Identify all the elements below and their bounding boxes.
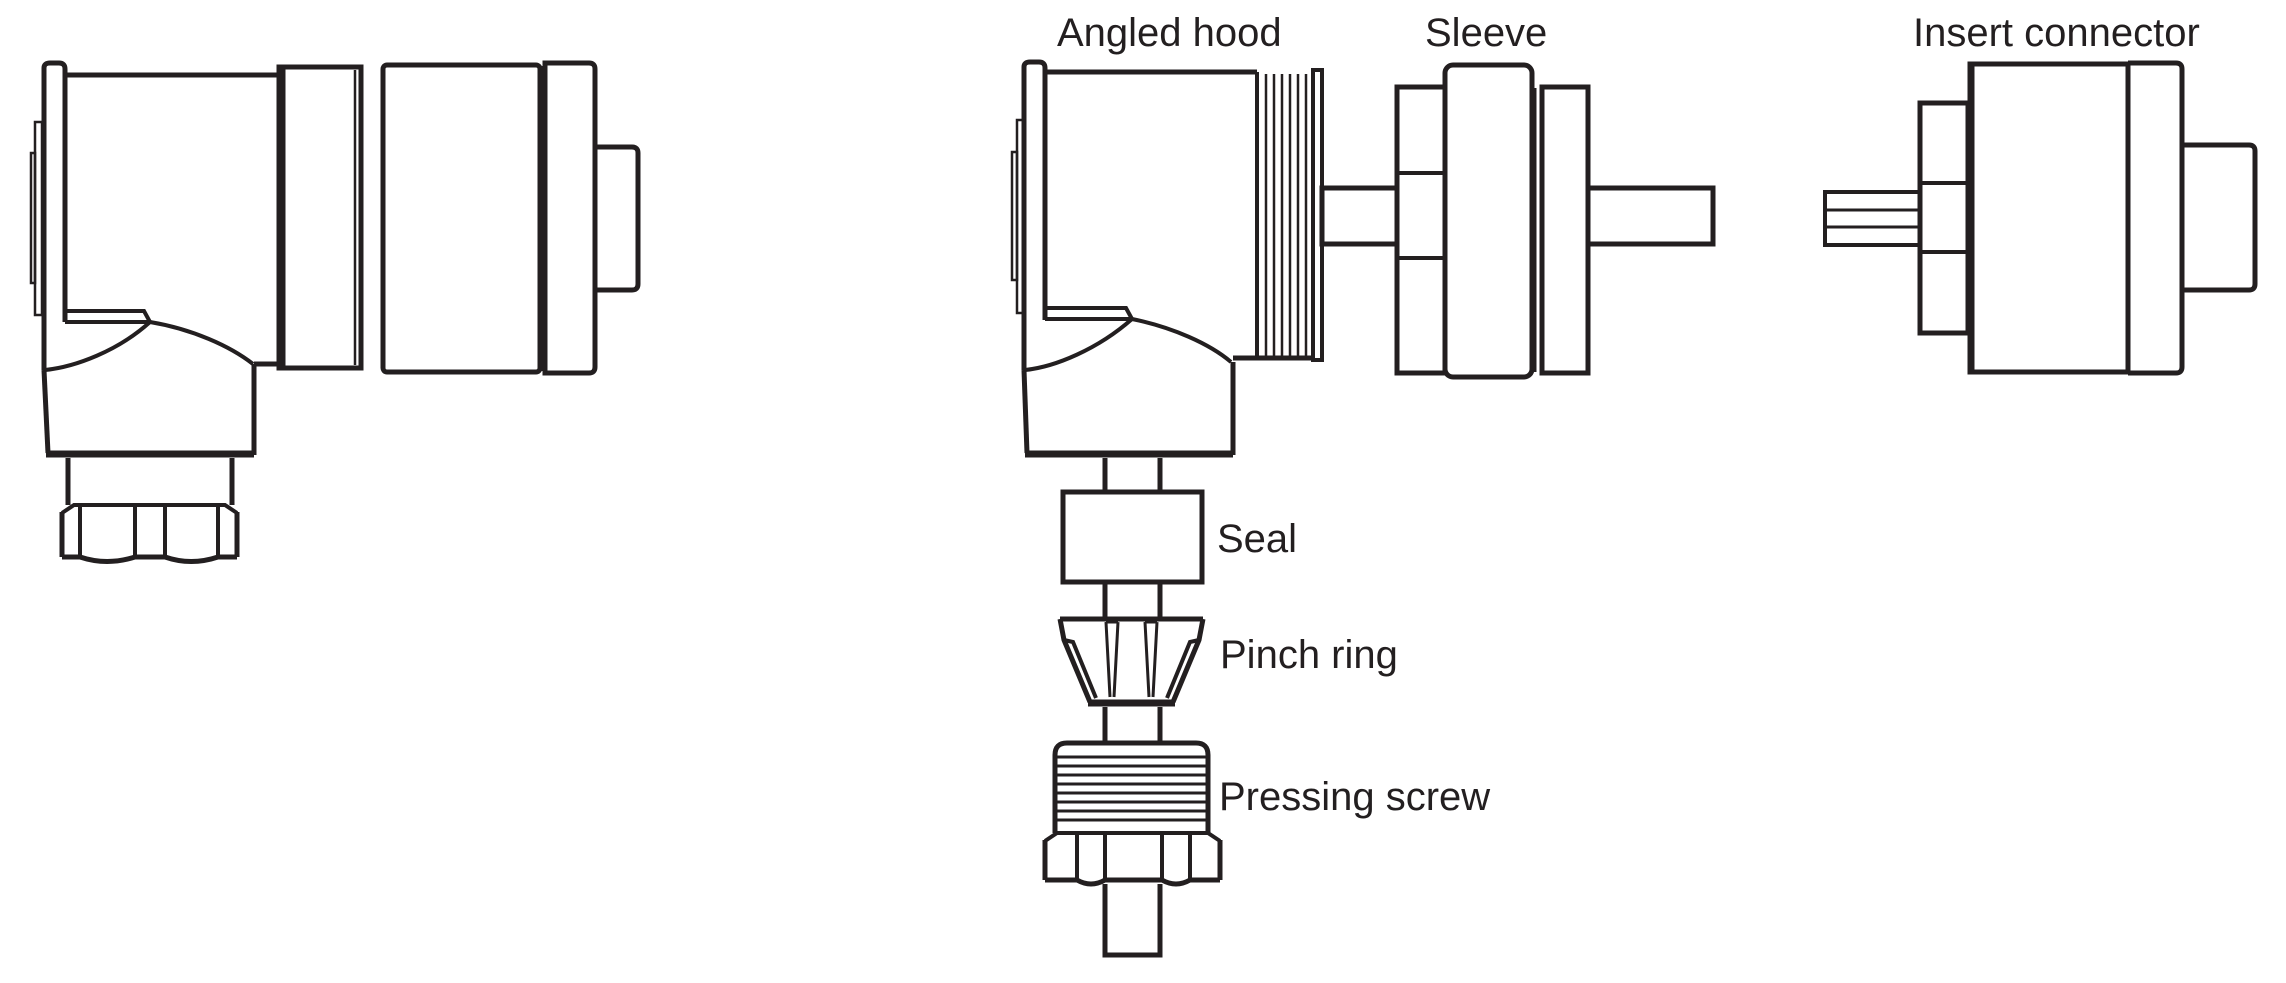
sleeve-shaft (1585, 185, 1716, 247)
diagram-labels: Angled hood Sleeve Insert connector Seal… (1057, 11, 2200, 819)
pinchring-right-inner (1165, 638, 1200, 699)
assembled-ring (276, 64, 364, 371)
pinchring-slot-right (1143, 620, 1159, 698)
stem-pinchring-to-screw (1102, 707, 1163, 743)
hood-rib-lines (1264, 74, 1308, 356)
assembled-cylinder (380, 62, 543, 375)
label-pinch-ring: Pinch ring (1220, 633, 1398, 677)
assembled-endcap (542, 60, 598, 376)
hood-lowerbody-left (1021, 369, 1030, 454)
screw-threads (1057, 755, 1206, 822)
screw-hex-sides (1042, 840, 1223, 880)
screw-hex-bottom (1045, 877, 1220, 887)
insert-collar-dividers (1920, 181, 1968, 254)
hex-sides (59, 512, 240, 557)
insert-pin-lines (1825, 208, 1920, 229)
assembled-gland-body (65, 458, 235, 505)
label-angled-hood: Angled hood (1057, 11, 1282, 55)
stem-hood-to-seal (1102, 458, 1163, 492)
assembled-bend-curve-left (44, 320, 152, 372)
label-seal: Seal (1217, 517, 1297, 561)
sleeve-right-section (1539, 84, 1591, 376)
hex-bottom (62, 554, 237, 564)
hex-top-bevel (60, 503, 239, 515)
pinchring-slot-left (1104, 620, 1120, 698)
sleeve-left-dividers (1397, 171, 1445, 260)
screw-thread-block (1052, 740, 1211, 833)
pinch-ring-drawing (1057, 616, 1206, 743)
label-pressing-screw: Pressing screw (1219, 775, 1490, 819)
insert-protrusion (2182, 142, 2258, 293)
pinchring-left-inner (1063, 638, 1098, 699)
screw-hex-top-bevel (1043, 831, 1222, 843)
hex-facets (78, 506, 220, 558)
sleeve-drawing (1394, 62, 1716, 380)
assembled-hood-shelf (65, 309, 152, 324)
assembled-connector-drawing (29, 60, 641, 564)
stem-seal-to-pinchring (1102, 582, 1163, 617)
pinchring-right-wall (1170, 618, 1206, 703)
seal-drawing (1060, 489, 1205, 617)
assembled-flange (41, 60, 68, 370)
insert-body (1967, 61, 2131, 375)
hood-shelf (1045, 306, 1134, 321)
insert-connector-drawing (1823, 60, 2258, 376)
label-sleeve: Sleeve (1425, 11, 1547, 55)
screw-bottom-stem (1102, 884, 1163, 958)
label-insert-connector: Insert connector (1913, 11, 2200, 55)
hood-flange (1021, 59, 1048, 370)
hood-shaft (1319, 185, 1400, 247)
assembled-lowerbody-left (41, 369, 51, 454)
assembled-hex-nut (59, 503, 240, 564)
assembled-lowerbody-right (251, 361, 279, 455)
assembled-protrusion (595, 144, 641, 293)
hood-bend-curve-left (1024, 317, 1134, 372)
angled-hood-drawing (1010, 59, 1400, 492)
assembled-bend-curve-right (149, 320, 255, 366)
pinchring-left-wall (1057, 618, 1093, 703)
sleeve-center-body (1442, 62, 1535, 380)
insert-pins (1823, 190, 1922, 247)
insert-collar (1917, 100, 1971, 336)
assembled-tab-inner (33, 120, 44, 317)
hood-bend-curve-right (1131, 317, 1233, 364)
seal-body (1060, 489, 1205, 585)
screw-hex-facets (1075, 835, 1192, 882)
sleeve-left-section (1394, 84, 1448, 376)
insert-endcap (2128, 60, 2185, 376)
pressing-screw-drawing (1042, 740, 1223, 958)
screw-hex-nut (1042, 831, 1223, 887)
